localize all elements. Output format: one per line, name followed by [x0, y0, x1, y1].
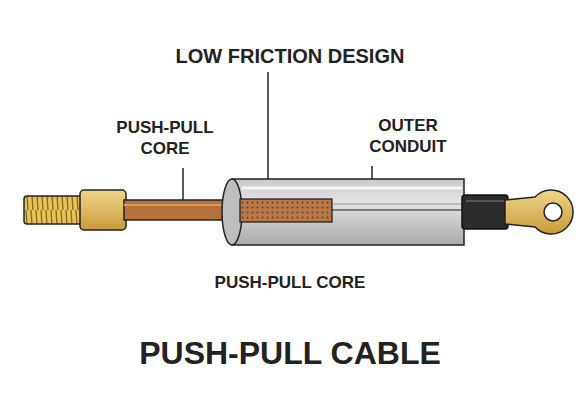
terminal-hole	[544, 203, 562, 221]
part-label: PUSH-PULL CORE	[140, 272, 440, 293]
threaded-end	[24, 196, 82, 224]
leader-line	[182, 168, 184, 203]
outer-conduit	[232, 179, 464, 245]
low-friction-liner	[240, 199, 332, 222]
part-label: LOW FRICTION DESIGN	[140, 44, 440, 69]
conduit-end	[222, 179, 242, 245]
part-label: OUTER CONDUIT	[352, 115, 464, 158]
diagram-title: PUSH-PULL CABLE	[20, 333, 560, 373]
ferrule	[80, 190, 126, 230]
eye-terminal	[505, 190, 573, 234]
end-sleeve	[462, 195, 508, 229]
part-label: PUSH-PULL CORE	[105, 117, 225, 160]
